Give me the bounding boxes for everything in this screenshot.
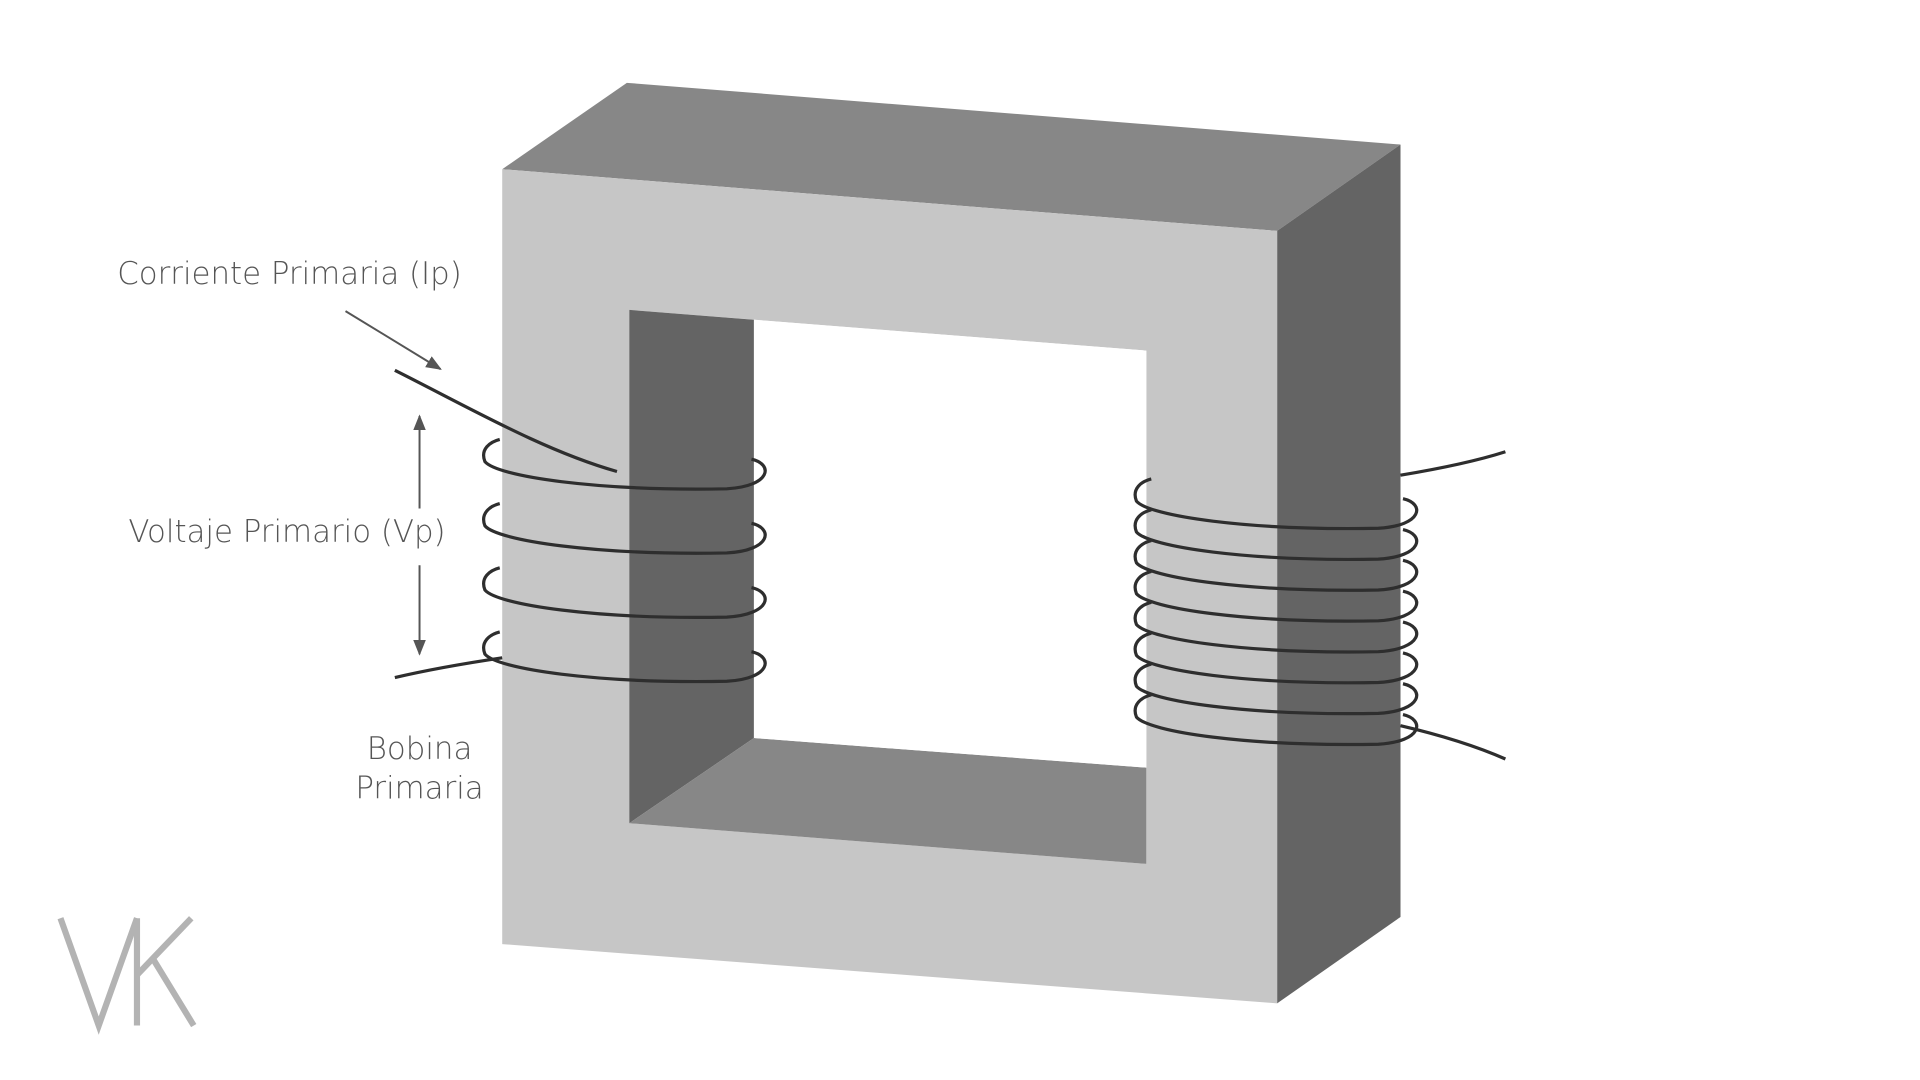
vk-logo bbox=[57, 916, 197, 1035]
primary-coil-turn bbox=[482, 437, 767, 491]
primary-coil-turn bbox=[482, 630, 767, 684]
core-right-face bbox=[1277, 144, 1401, 1004]
primary-voltage-label: Voltaje Primario (Vp) bbox=[128, 514, 445, 550]
secondary-coil-turn bbox=[1133, 693, 1419, 747]
primary-lead-top bbox=[394, 368, 618, 474]
primary-coil-turn bbox=[482, 566, 767, 619]
primary-current-label: Corriente Primaria (Ip) bbox=[117, 256, 462, 292]
secondary-coil-turn bbox=[1133, 539, 1419, 592]
window-bottom-wall bbox=[629, 738, 1147, 864]
secondary-coil bbox=[1133, 477, 1419, 747]
core-front-face bbox=[502, 169, 1278, 1004]
window-opening bbox=[753, 319, 1147, 768]
secondary-coil-turn bbox=[1133, 662, 1419, 716]
secondary-coil-turn bbox=[1133, 600, 1419, 654]
primary-lead-bottom bbox=[394, 656, 503, 680]
transformer-core bbox=[502, 82, 1401, 1004]
core-top-face bbox=[502, 82, 1401, 231]
primary-coil-label-line2: Primaria bbox=[355, 771, 483, 807]
secondary-lead-bottom bbox=[1400, 724, 1507, 761]
lead-wires bbox=[394, 368, 1507, 761]
secondary-lead-top bbox=[1400, 450, 1506, 477]
secondary-coil-turn bbox=[1133, 569, 1419, 623]
secondary-coil-turn bbox=[1133, 508, 1419, 561]
primary-coil bbox=[482, 437, 767, 684]
primary-coil-turn bbox=[482, 502, 767, 555]
secondary-coil-turn bbox=[1133, 631, 1419, 685]
window-left-wall bbox=[629, 309, 754, 824]
secondary-coil-turn bbox=[1133, 477, 1419, 531]
primary-coil-label-line1: Bobina bbox=[367, 731, 473, 767]
current-arrow bbox=[344, 310, 442, 370]
